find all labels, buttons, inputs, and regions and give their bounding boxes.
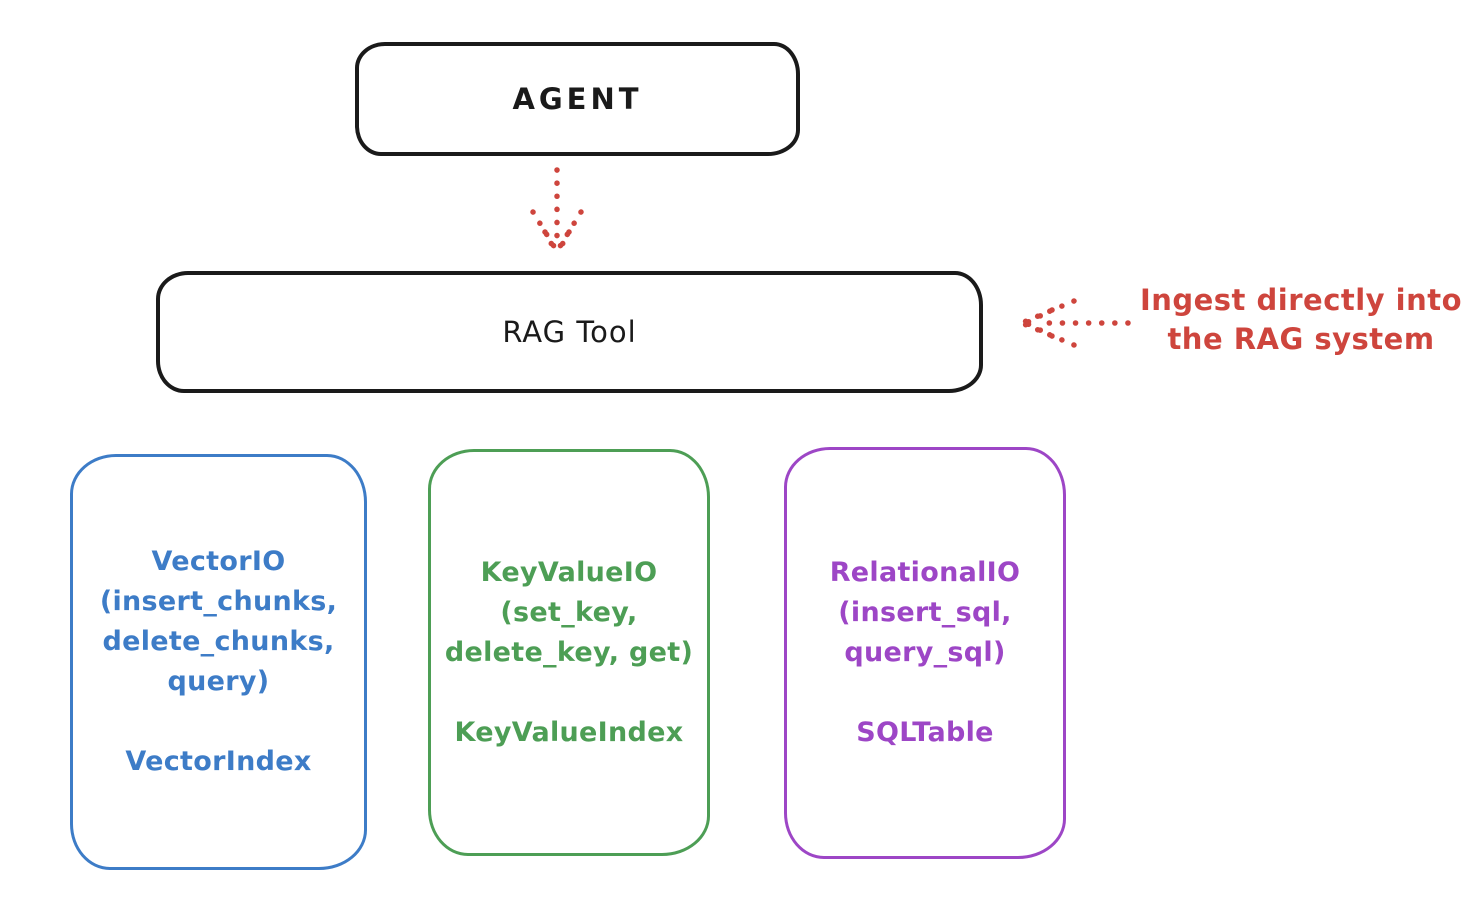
spacer bbox=[100, 702, 337, 742]
vector-io-ops-line3: query) bbox=[167, 666, 270, 697]
vector-io-box: VectorIO (insert_chunks, delete_chunks, … bbox=[70, 454, 367, 870]
rag-tool-box: RAG Tool bbox=[156, 271, 983, 393]
rag-tool-label: RAG Tool bbox=[502, 315, 637, 349]
vector-index-label: VectorIndex bbox=[125, 746, 312, 777]
relational-io-box: RelationalIO (insert_sql, query_sql) SQL… bbox=[784, 447, 1066, 859]
keyvalue-io-ops-line2: delete_key, get) bbox=[444, 636, 694, 668]
ingest-annotation-line2: the RAG system bbox=[1167, 322, 1435, 356]
vector-io-text: VectorIO (insert_chunks, delete_chunks, … bbox=[100, 542, 337, 782]
relational-io-title: RelationalIO bbox=[829, 557, 1021, 588]
agent-to-rag-dotted-arrow-icon bbox=[530, 167, 584, 257]
keyvalue-io-text: KeyValueIO (set_key, delete_key, get) Ke… bbox=[445, 553, 693, 753]
agent-label: AGENT bbox=[512, 82, 643, 116]
relational-io-ops-line1: (insert_sql, bbox=[838, 597, 1012, 628]
ingest-annotation: Ingest directly into the RAG system bbox=[1128, 281, 1474, 359]
spacer bbox=[445, 673, 693, 713]
vector-io-ops-line1: (insert_chunks, bbox=[99, 586, 338, 617]
keyvalue-io-ops-line1: (set_key, bbox=[500, 596, 638, 628]
ingest-annotation-line1: Ingest directly into bbox=[1139, 283, 1463, 317]
keyvalue-index-label: KeyValueIndex bbox=[454, 716, 684, 748]
ingest-to-rag-dotted-arrow-icon bbox=[1021, 298, 1131, 348]
relational-io-ops-line2: query_sql) bbox=[844, 637, 1006, 668]
keyvalue-io-title: KeyValueIO bbox=[480, 556, 658, 588]
agent-box: AGENT bbox=[355, 42, 800, 156]
keyvalue-io-box: KeyValueIO (set_key, delete_key, get) Ke… bbox=[428, 449, 710, 856]
sql-table-label: SQLTable bbox=[856, 717, 994, 748]
vector-io-ops-line2: delete_chunks, bbox=[102, 626, 335, 657]
spacer bbox=[830, 673, 1021, 713]
relational-io-text: RelationalIO (insert_sql, query_sql) SQL… bbox=[830, 553, 1021, 753]
vector-io-title: VectorIO bbox=[151, 546, 286, 577]
